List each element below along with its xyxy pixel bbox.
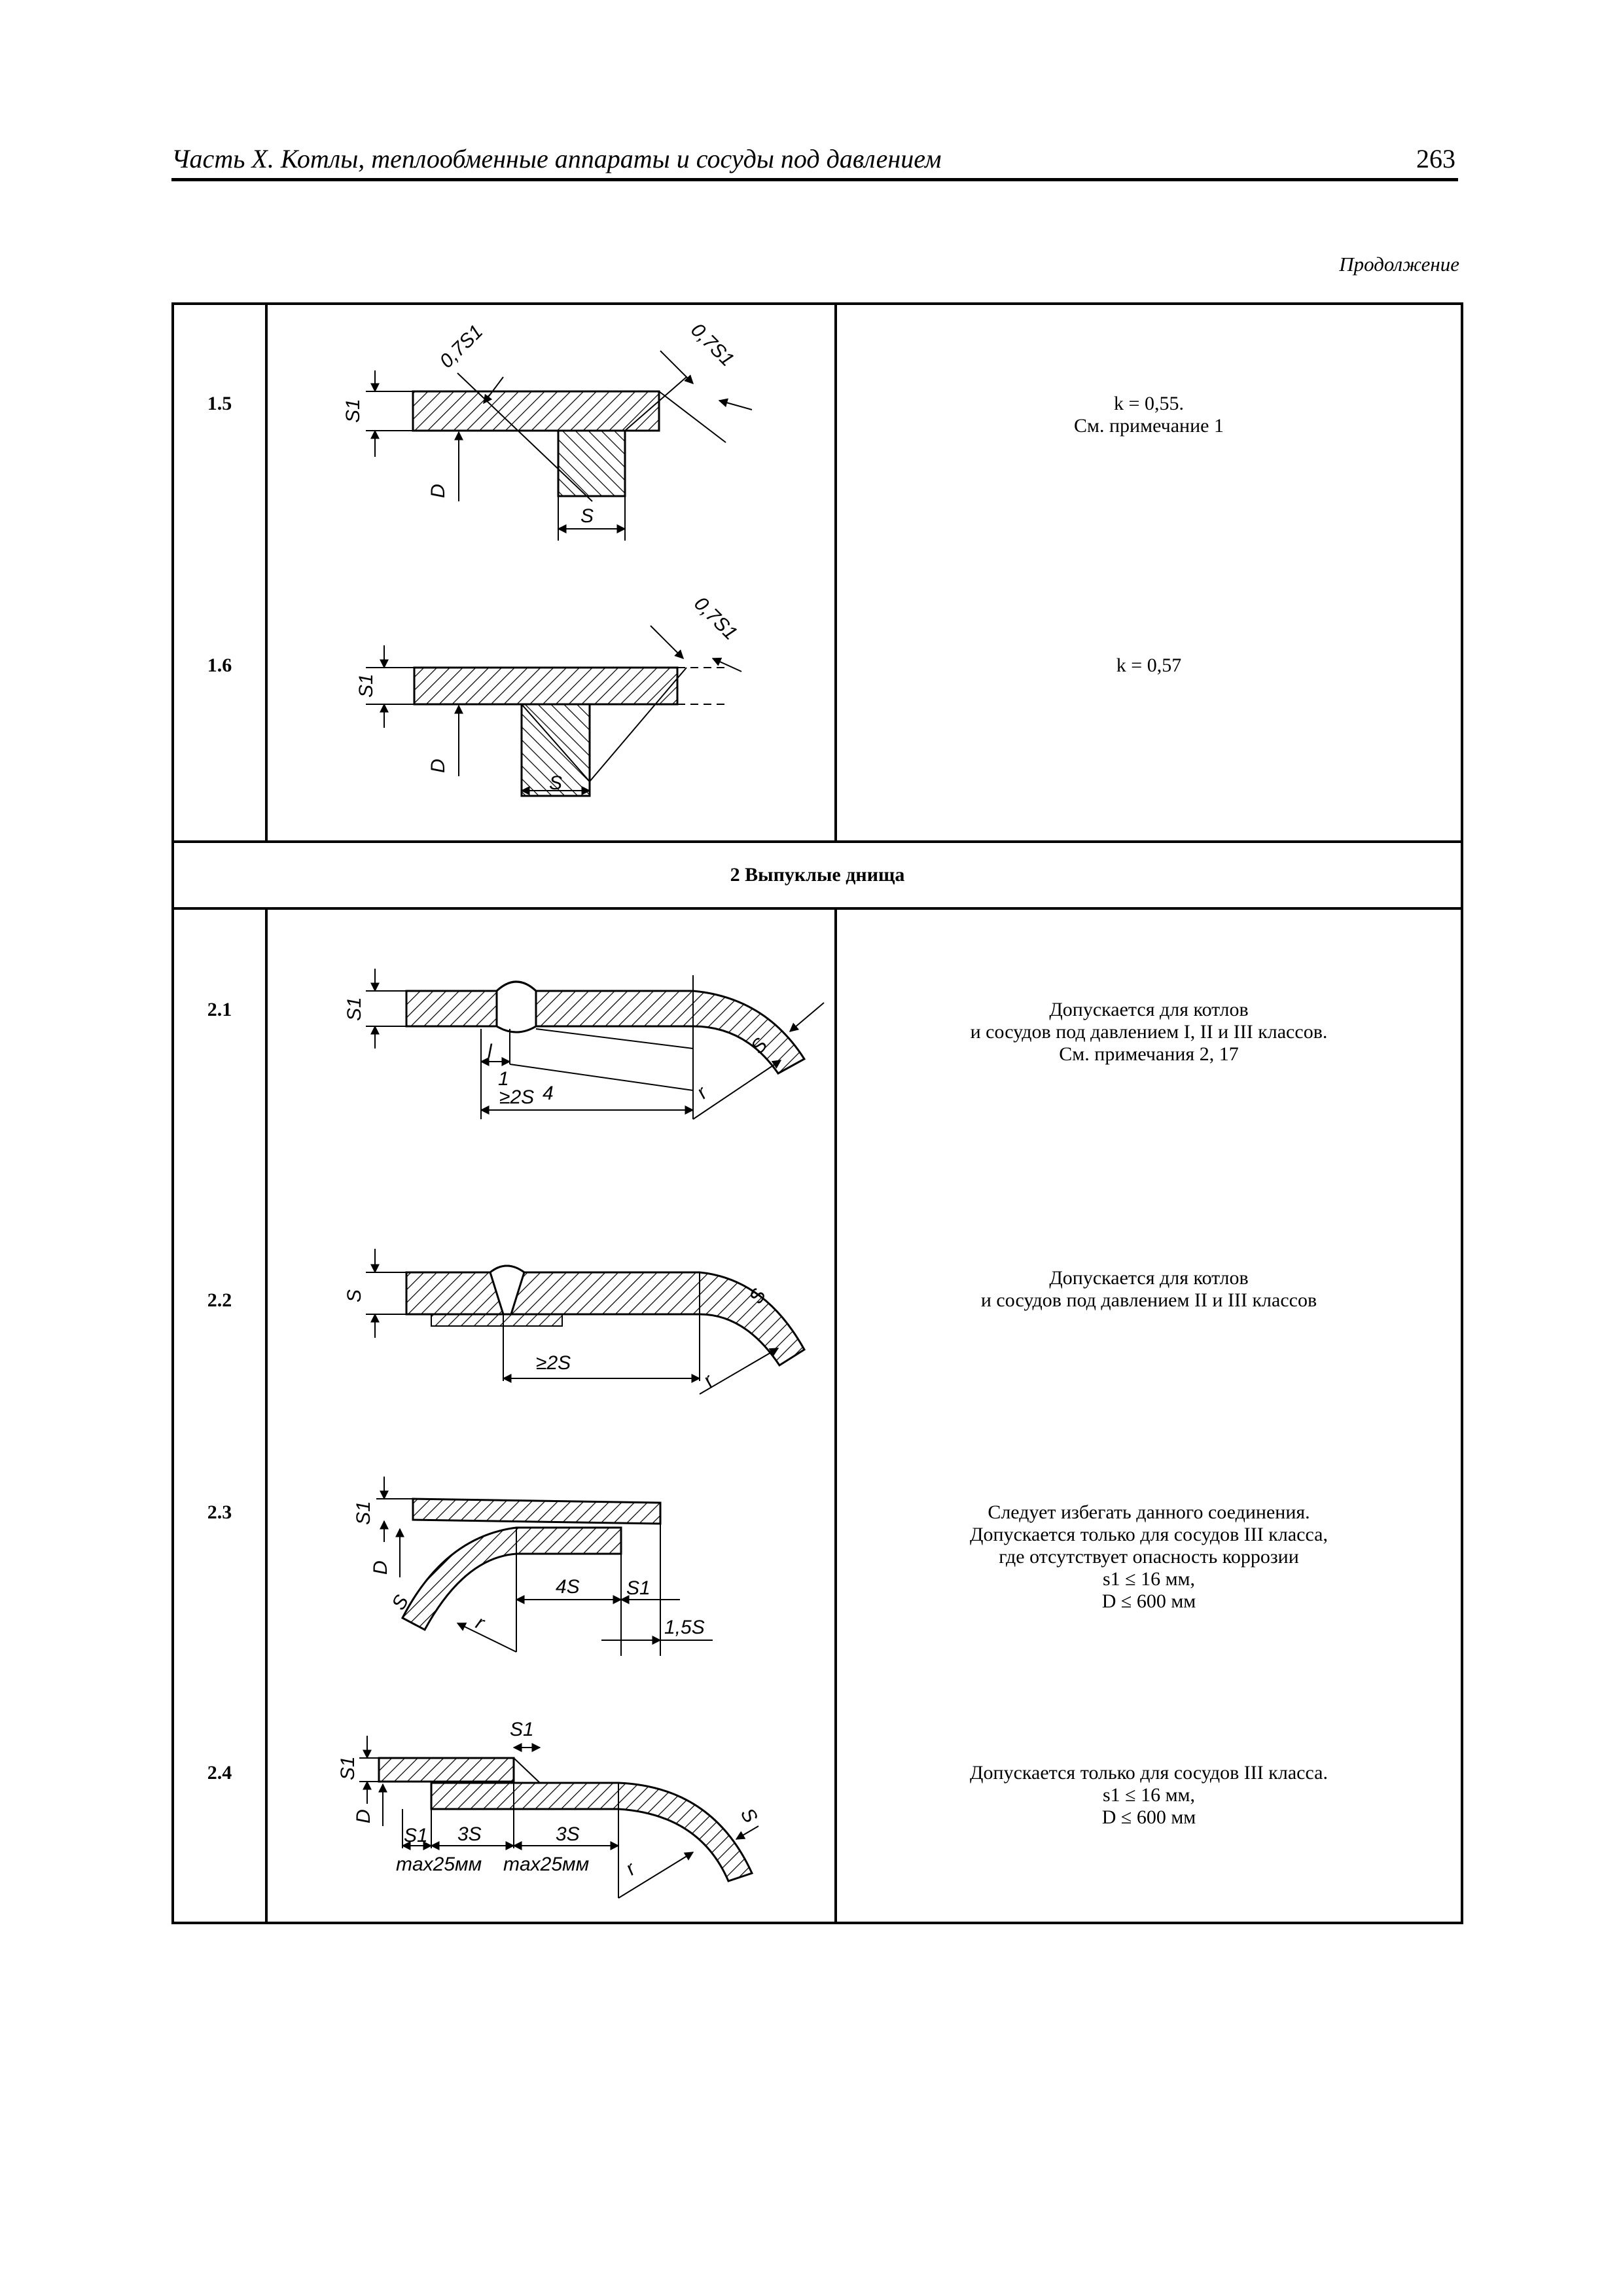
note-2-4-line-3: D ≤ 600 мм: [1101, 1806, 1196, 1828]
notes-cell-part2: Допускается для котлов и сосудов под дав…: [834, 907, 1463, 1924]
dim-s1b-2-4: S1: [404, 1825, 428, 1846]
note-2-2-line-2: и сосудов под давлением II и III классов: [980, 1289, 1317, 1311]
note-2-4: Допускается только для сосудов III класс…: [837, 1762, 1461, 1829]
row-numbers-cell-part2: 2.1 2.2 2.3 2.4: [171, 907, 268, 1924]
note-2-3-line-4: s1 ≤ 16 мм,: [1102, 1568, 1196, 1590]
dim-s-2-2: S: [344, 1289, 365, 1302]
figure-2-4: S1 S1 3S 3S max25мм max25мм r S: [337, 1719, 762, 1899]
figure-1-5: S 0,7S1 0,7S1 S1 D: [342, 319, 753, 541]
row-numbers-cell: 1.5 1.6: [171, 302, 268, 843]
note-1-5-line-1: k = 0,55.: [1114, 393, 1184, 414]
dim-one-2-1: 1: [498, 1068, 509, 1090]
note-2-3-line-1: Следует избегать данного соединения.: [988, 1501, 1310, 1523]
dim-d-1-5: D: [427, 484, 449, 498]
table-row-part1: 1.5 1.6 S 0,7S1: [171, 302, 1463, 843]
note-2-2-line-1: Допускается для котлов: [1049, 1267, 1249, 1289]
dim-leg-a-1-5: 0,7S1: [436, 321, 488, 372]
note-2-3-line-2: Допускается только для сосудов III класс…: [970, 1524, 1328, 1545]
note-1-6: k = 0,57: [837, 655, 1461, 677]
note-2-1: Допускается для котлов и сосудов под дав…: [837, 999, 1461, 1066]
dim-one-five-s-2-3: 1,5S: [664, 1617, 705, 1638]
note-2-2: Допускается для котлов и сосудов под дав…: [837, 1267, 1461, 1312]
note-2-3-line-3: где отсутствует опасность коррозии: [999, 1546, 1299, 1568]
row-number-2-2: 2.2: [207, 1289, 232, 1311]
dim-r-2-3: r: [473, 1611, 488, 1634]
note-2-1-line-1: Допускается для котлов: [1049, 999, 1249, 1020]
figures-cell-part1: S 0,7S1 0,7S1 S1 D: [265, 302, 837, 843]
section-row: 2 Выпуклые днища: [171, 840, 1463, 910]
figure-2-2: ≥2S r S S: [344, 1249, 806, 1395]
dim-d-1-6: D: [427, 759, 449, 773]
dim-leg-a-1-6: 0,7S1: [690, 593, 741, 645]
figures-1-5-1-6: S 0,7S1 0,7S1 S1 D: [342, 319, 753, 797]
dim-leg-b-1-5: 0,7S1: [687, 319, 738, 371]
dim-d-2-3: D: [370, 1560, 391, 1575]
note-2-3: Следует избегать данного соединения. Доп…: [837, 1501, 1461, 1613]
note-2-4-line-2: s1 ≤ 16 мм,: [1102, 1784, 1196, 1806]
dim-s1-2-3: S1: [353, 1501, 374, 1525]
dim-s-1-6: S: [549, 772, 562, 794]
dim-s1-1-5: S1: [342, 399, 364, 423]
row-number-2-3: 2.3: [207, 1501, 232, 1523]
dim-three-s-a-2-4: 3S: [457, 1823, 482, 1845]
dim-l-2-1: l: [488, 1041, 493, 1062]
table-row-part2: 2.1 2.2 2.3 2.4 l 1 4: [171, 907, 1463, 1924]
dim-two-s-2-2: ≥2S: [536, 1352, 571, 1374]
note-1-5-line-2: См. примечание 1: [1074, 415, 1224, 437]
figures-2-1-to-2-4: l 1 4 ≥2S r S S1: [337, 969, 825, 1899]
note-1-6-line-1: k = 0,57: [1116, 655, 1182, 676]
dim-s-2-4: S: [736, 1804, 762, 1827]
dim-s1-1-6: S1: [355, 673, 377, 698]
note-2-1-line-3: См. примечания 2, 17: [1059, 1043, 1239, 1065]
figures-cell-part2: l 1 4 ≥2S r S S1: [265, 907, 837, 1924]
dim-two-s-2-1: ≥2S: [499, 1086, 534, 1108]
figure-1-6: S 0,7S1 S1 D: [355, 593, 742, 797]
figure-2-1: l 1 4 ≥2S r S S1: [344, 969, 825, 1120]
running-title: Часть X. Котлы, теплообменные аппараты и…: [171, 144, 942, 173]
continued-label: Продолжение: [1339, 253, 1459, 276]
dim-s1-top-2-4: S1: [510, 1719, 534, 1740]
weld-joints-table: 1.5 1.6 S 0,7S1: [171, 302, 1463, 1924]
notes-cell-part1: k = 0,55. См. примечание 1 k = 0,57: [834, 302, 1463, 843]
row-number-1-6: 1.6: [207, 655, 232, 676]
note-2-1-line-2: и сосудов под давлением I, II и III клас…: [970, 1021, 1328, 1043]
page-header: Часть X. Котлы, теплообменные аппараты и…: [171, 141, 1458, 181]
dim-s1b-2-3: S1: [626, 1577, 651, 1599]
dim-three-s-b-2-4: 3S: [556, 1823, 580, 1845]
dim-four-2-1: 4: [543, 1083, 554, 1104]
page-number: 263: [1416, 144, 1455, 173]
note-2-3-line-5: D ≤ 600 мм: [1101, 1590, 1196, 1612]
row-number-2-4: 2.4: [207, 1762, 232, 1784]
figure-2-3: 4S S1 1,5S r S S1 D: [353, 1477, 713, 1656]
dim-r-2-2: r: [699, 1370, 719, 1391]
note-1-5: k = 0,55. См. примечание 1: [837, 393, 1461, 437]
dim-s-1-5: S: [580, 505, 594, 527]
section-title: 2 Выпуклые днища: [171, 840, 1463, 910]
note-2-4-line-1: Допускается только для сосудов III класс…: [970, 1762, 1328, 1784]
dim-d-2-4: D: [353, 1809, 374, 1823]
dim-s1-2-1: S1: [344, 997, 365, 1021]
dim-four-s-2-3: 4S: [556, 1576, 580, 1598]
dim-max-b-2-4: max25мм: [503, 1854, 589, 1875]
dim-r-2-4: r: [622, 1857, 640, 1879]
row-number-2-1: 2.1: [207, 999, 232, 1020]
dim-r-2-1: r: [692, 1082, 712, 1103]
row-number-1-5: 1.5: [207, 393, 232, 414]
dim-s1-2-4: S1: [337, 1756, 359, 1780]
dim-max-a-2-4: max25мм: [396, 1854, 482, 1875]
